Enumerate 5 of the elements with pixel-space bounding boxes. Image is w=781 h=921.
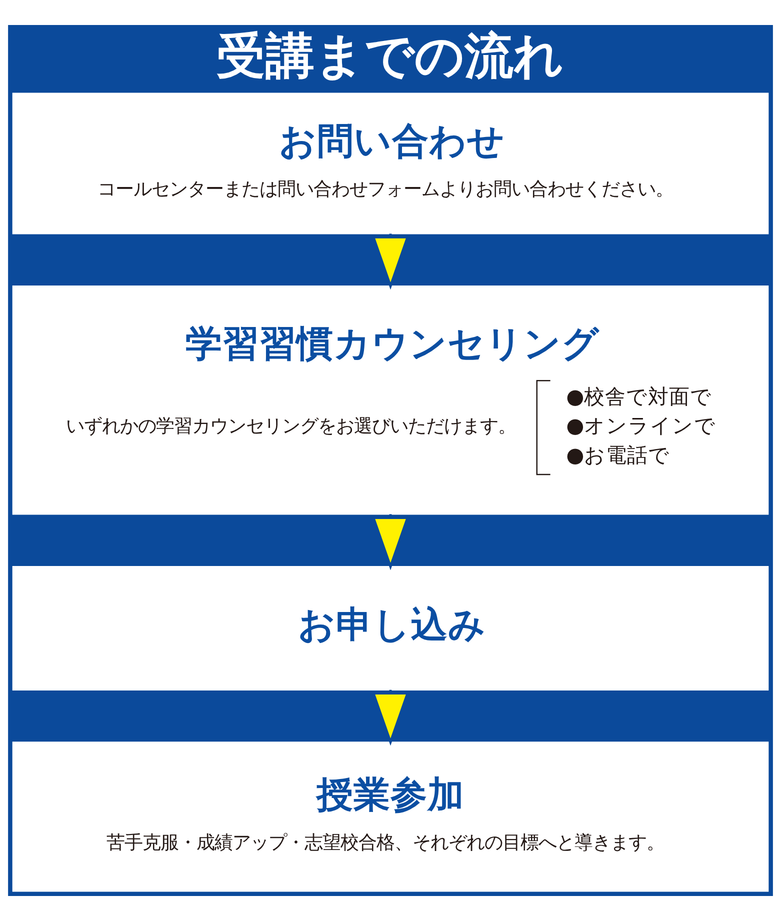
node-box: 学習習慣カウンセリング いずれかの学習カウンセリングをお選びいただけます。 ●校舎で対面で ●オンラインで ●お電話で — [12, 285, 769, 515]
node-box: 授業参加 苦手克服・成績アップ・志望校合格、それぞれの目標へと導きます。 — [12, 742, 769, 892]
node-box: お問い合わせ コールセンターまたは問い合わせフォームよりお問い合わせください。 — [12, 92, 769, 234]
node-box: お申し込み — [12, 566, 769, 690]
diagram-title: 受講までの流れ — [216, 28, 564, 85]
